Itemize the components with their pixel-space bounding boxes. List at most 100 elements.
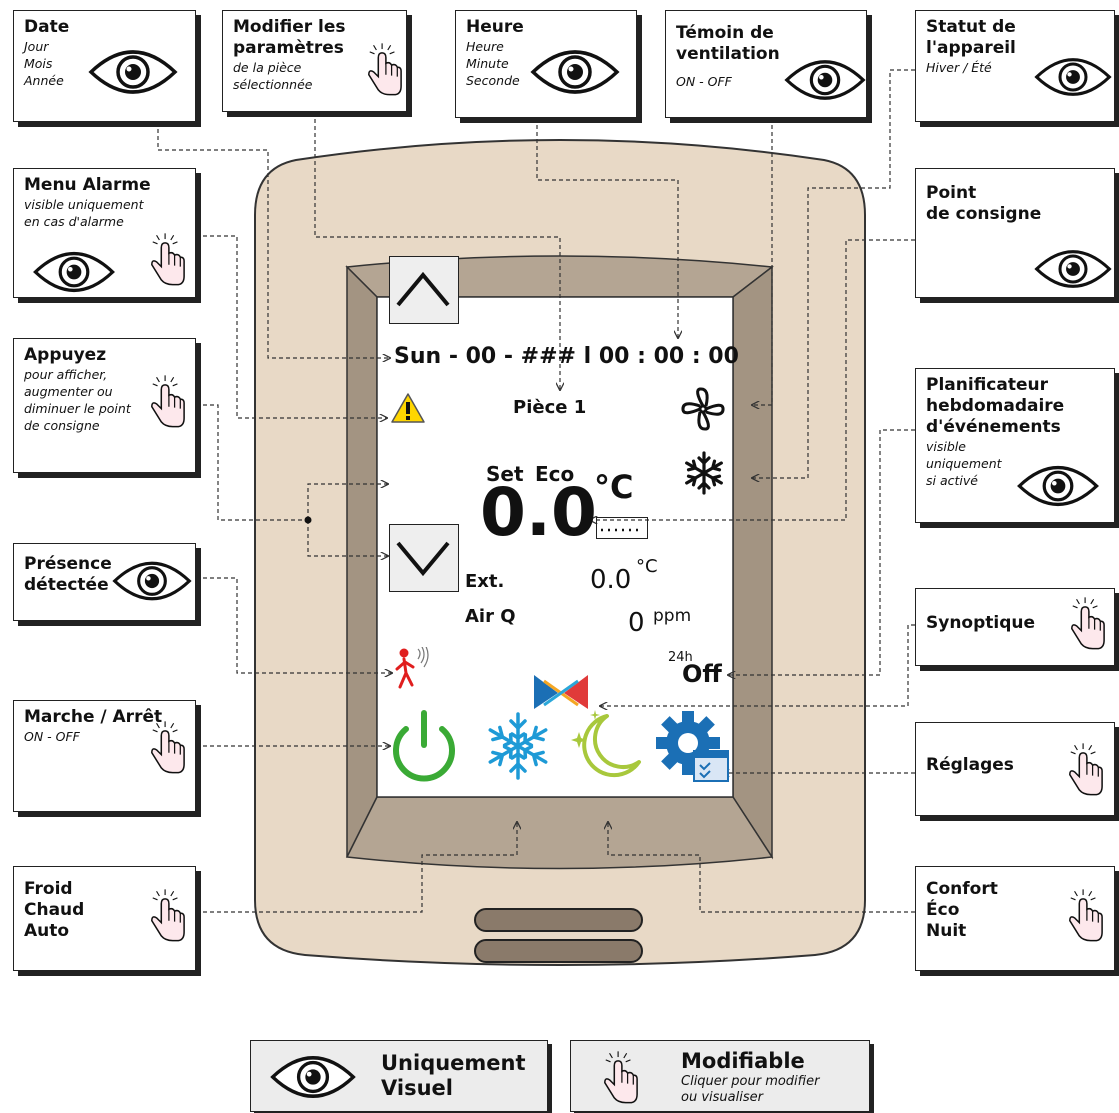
callout-line: Nuit [926,921,967,941]
callout-title: Présence [24,554,112,574]
callout-line: de la pièce [233,60,302,75]
callout-planificateur: Planificateur hebdomadaire d'événements … [915,368,1115,523]
legend-title: Modifiable [681,1049,805,1073]
callout-title: Appuyez [24,345,107,365]
ext-temperature-value: 0.0 [590,565,632,595]
callout-line: de consigne [24,418,100,433]
legend-title: Uniquement [381,1051,526,1075]
synoptic-icon[interactable] [530,671,592,715]
ext-temperature-unit: °C [636,556,658,577]
legend-title: Visuel [381,1076,453,1100]
callout-line: pour afficher, [24,367,108,382]
callout-confort: Confort Éco Nuit [915,866,1115,971]
hand-pointer-icon [601,1049,639,1105]
room-name[interactable]: Pièce 1 [513,397,587,418]
callout-title: détectée [24,575,109,595]
legend-visual-only: Uniquement Visuel [250,1040,548,1112]
setpoint-down-button[interactable] [389,524,459,592]
vent-slot [474,908,643,932]
callout-title: Heure [466,17,524,37]
schedule-status: Off [682,660,722,688]
chevron-down-icon [396,541,450,577]
settings-gear-icon[interactable] [654,709,732,785]
callout-presence: Présence détectée [13,543,196,621]
alarm-warning-icon[interactable] [390,392,426,424]
eye-icon [1034,247,1112,291]
eye-icon [1016,463,1100,509]
callout-heure: Heure Heure Minute Seconde [455,10,637,118]
callout-title: Statut de [926,17,1016,37]
callout-title: l'appareil [926,38,1016,58]
hand-pointer-icon [148,887,186,943]
callout-date: Date Jour Mois Année [13,10,196,122]
eye-icon [112,558,192,604]
callout-title: d'événements [926,417,1061,437]
callout-line: uniquement [926,456,1002,471]
callout-title: Réglages [926,755,1014,775]
ext-label: Ext. [465,571,505,592]
callout-line: Auto [24,921,70,941]
chevron-up-icon [396,271,450,307]
hand-pointer-icon [148,231,186,287]
legend-subtitle: ou visualiser [681,1090,763,1105]
mode-snowflake-icon[interactable] [482,710,554,782]
callout-title: Point [926,183,977,203]
callout-title: paramètres [233,38,344,58]
airq-unit: ppm [653,606,692,626]
callout-marche: Marche / Arrêt ON - OFF [13,700,196,812]
hand-pointer-icon [1068,595,1106,651]
hand-pointer-icon [365,41,403,97]
callout-line: visible [926,439,966,454]
callout-title: Planificateur [926,375,1048,395]
callout-reglages: Réglages [915,722,1115,816]
callout-consigne: Point de consigne [915,168,1115,298]
bezel-bottom [345,796,774,870]
callout-line: diminuer le point [24,401,131,416]
callout-line: augmenter ou [24,384,113,399]
callout-temoin: Témoin de ventilation ON - OFF [665,10,867,118]
callout-line: Heure [466,39,504,54]
eye-icon [1034,55,1112,99]
callout-alarme: Menu Alarme visible uniquement en cas d'… [13,168,196,298]
hand-pointer-icon [1066,741,1104,797]
callout-line: Froid [24,879,73,899]
callout-line: ON - OFF [24,729,80,744]
callout-line: Année [24,73,64,88]
airq-label: Air Q [465,606,516,627]
setpoint-unit: °C [594,468,634,506]
presence-person-icon [395,647,429,689]
callout-title: Date [24,17,70,37]
callout-appuyez: Appuyez pour afficher, augmenter ou dimi… [13,338,196,473]
callout-line: Mois [24,56,53,71]
callout-title: Témoin de [676,23,774,43]
set-label: Set [486,462,524,486]
power-button-icon[interactable] [388,707,460,785]
eye-icon [269,1053,357,1101]
eco-label: Eco [535,462,575,486]
callout-line: ON - OFF [676,74,732,89]
callout-title: Synoptique [926,613,1036,633]
vent-slot [474,939,643,963]
callout-title: ventilation [676,44,780,64]
hand-pointer-icon [1066,887,1104,943]
callout-froid: Froid Chaud Auto [13,866,196,971]
schedule-24h-label: 24h [668,650,693,665]
callout-synoptique: Synoptique [915,588,1115,666]
callout-line: si activé [926,473,978,488]
callout-title: de consigne [926,204,1042,224]
season-snowflake-icon [685,451,723,495]
eye-icon [32,249,116,295]
legend-subtitle: Cliquer pour modifier [681,1074,820,1089]
callout-line: sélectionnée [233,77,313,92]
callout-line: Jour [24,39,49,54]
callout-line: Chaud [24,900,85,920]
callout-line: visible uniquement [24,197,144,212]
setpoint-up-button[interactable] [389,256,459,324]
callout-line: Seconde [466,73,520,88]
hand-pointer-icon [148,373,186,429]
callout-title: Menu Alarme [24,175,151,195]
datetime-display[interactable]: Sun - 00 - ### l 00 : 00 : 00 [394,344,739,369]
eye-icon [530,47,620,97]
night-moon-icon[interactable] [565,706,645,786]
